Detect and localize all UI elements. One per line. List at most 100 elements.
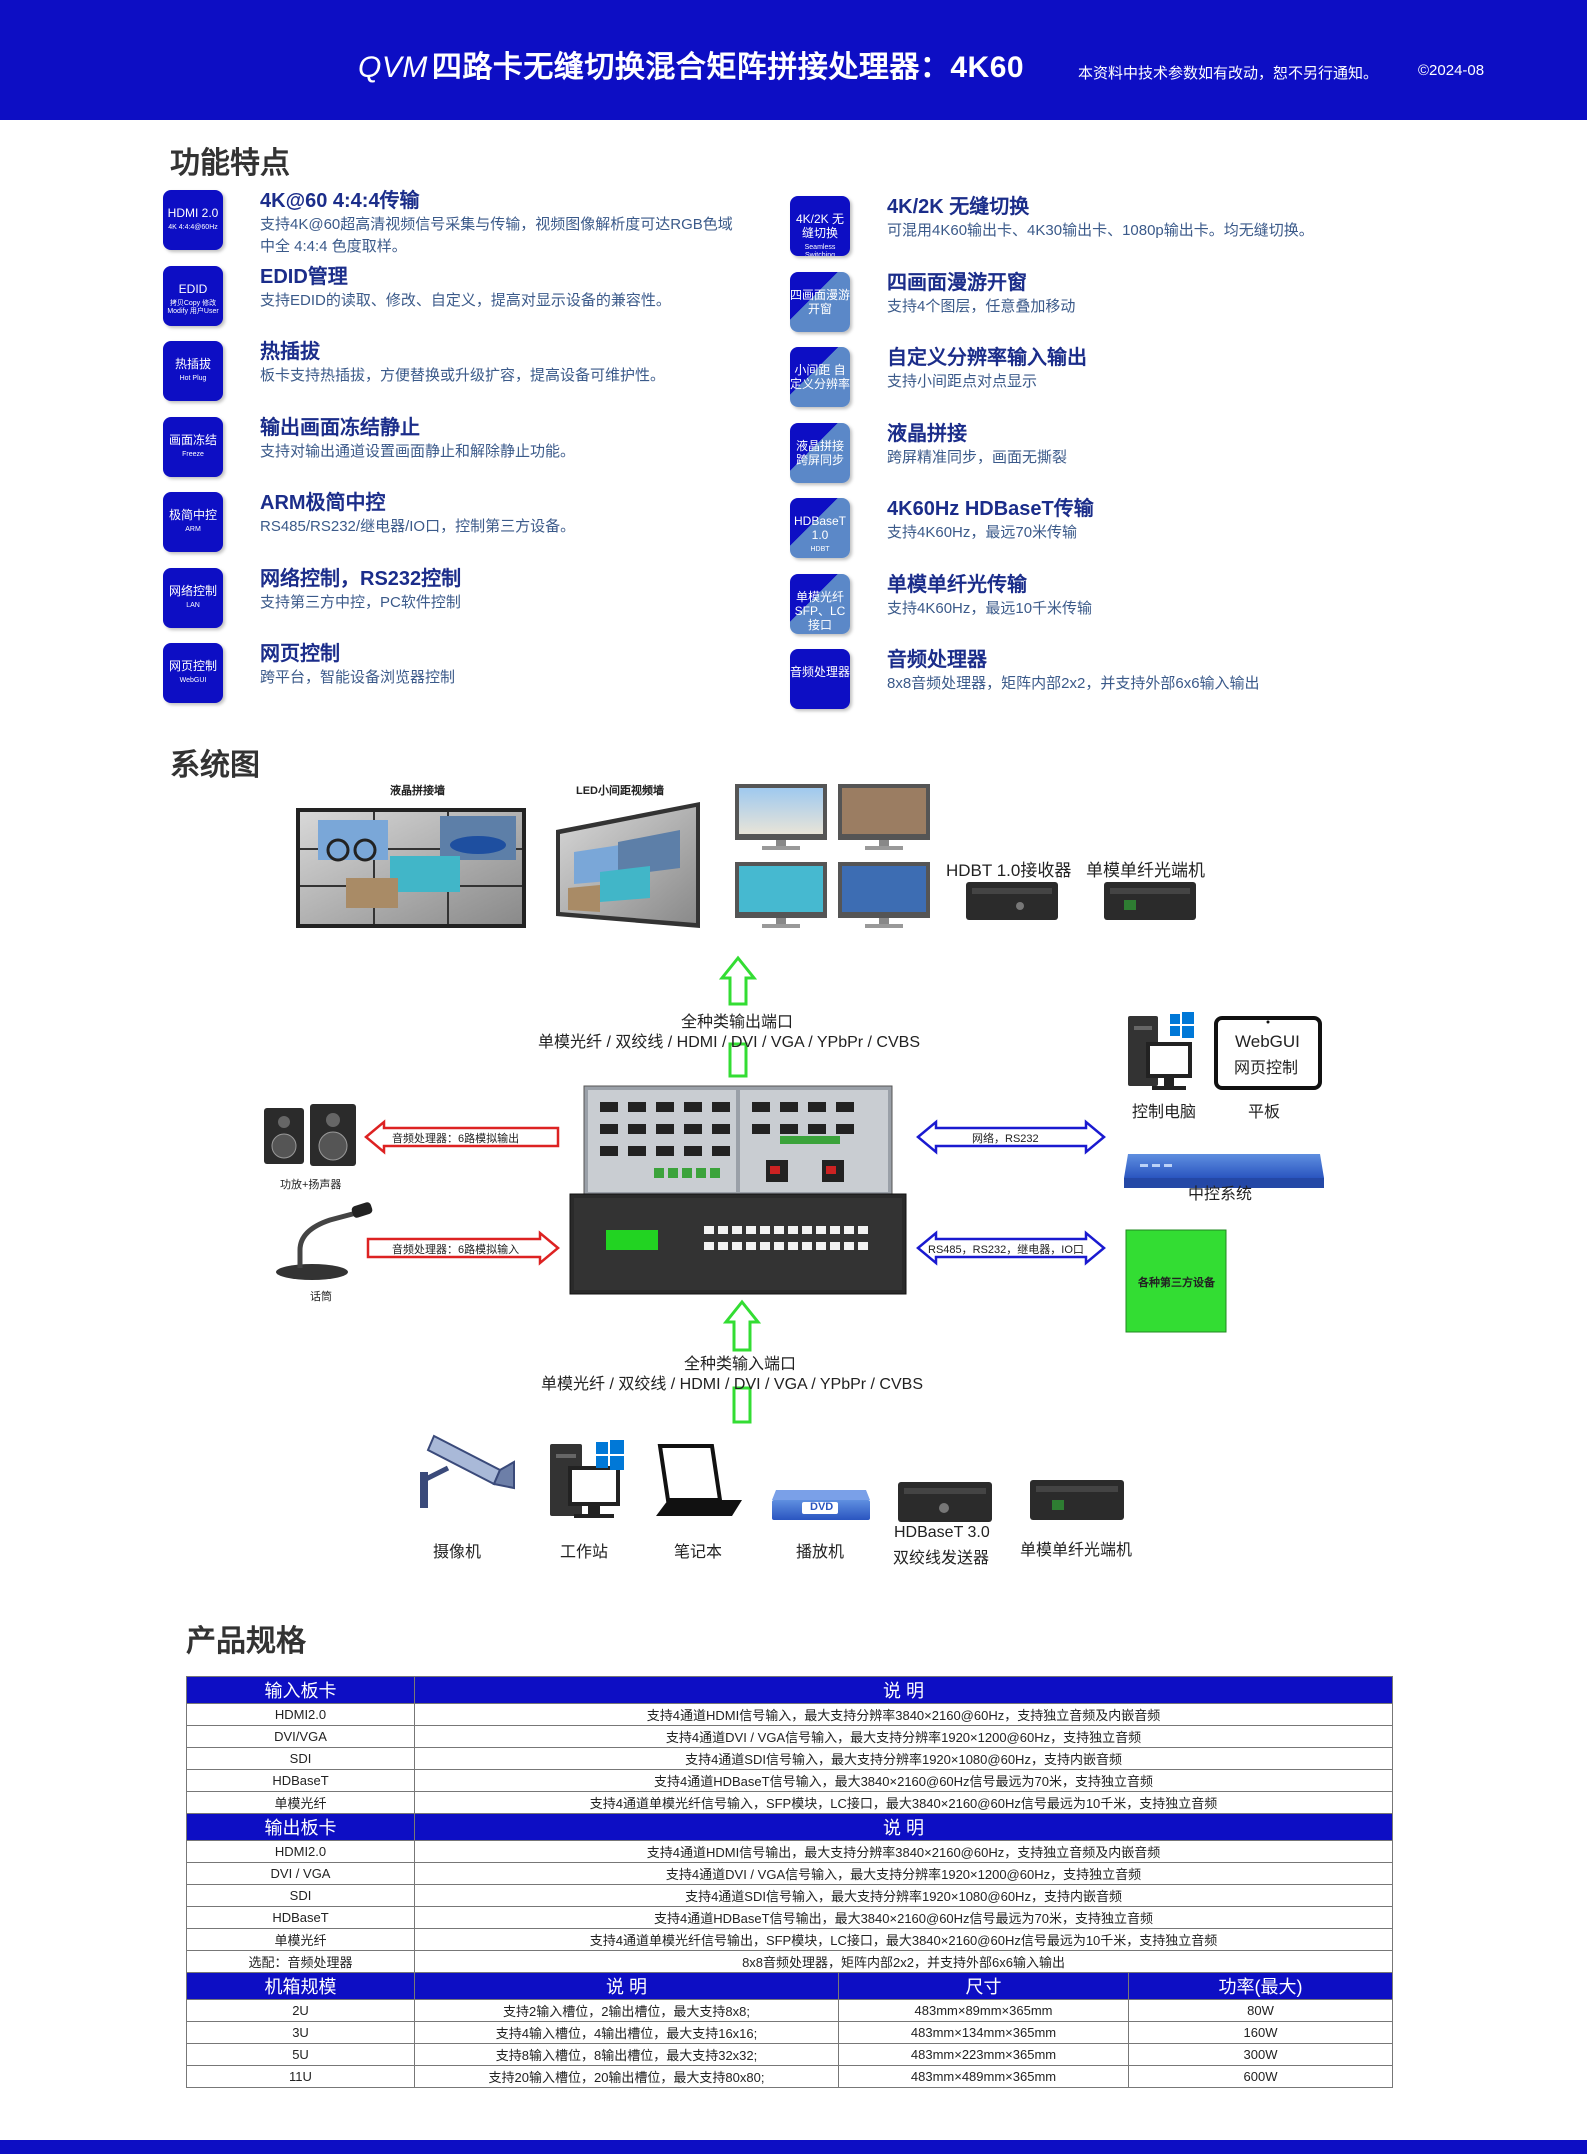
feature-badge-sublabel: WebGUI (179, 677, 207, 684)
feature-badge-label: 网页控制 (168, 659, 217, 673)
table-cell: DVI/VGA (186, 1725, 415, 1748)
table-cell: 支持4输入槽位，4输出槽位，最大支持16x16; (414, 2021, 839, 2044)
control-pc-image (1128, 1012, 1194, 1090)
table-cell: 单模光纤 (186, 1928, 415, 1951)
input-ports-title: 全种类输入端口 (684, 1356, 797, 1373)
monitors-image (735, 784, 930, 928)
input-arrow (722, 1299, 762, 1352)
amp-speaker-label: 功放+扬声器 (280, 1179, 342, 1191)
spec-title: 产品规格 (186, 1625, 306, 1658)
network-arrow (916, 1119, 1106, 1155)
table-cell: 支持4通道单模光纤信号输入，SFP模块，LC接口，最大3840×2160@60H… (413, 1791, 1394, 1814)
feature-right-1: 四画面漫游开窗四画面漫游开窗支持4个图层，任意叠加移动 (790, 266, 1410, 336)
output-ports-title: 全种类输出端口 (681, 1014, 794, 1031)
lcd-wall-image (296, 808, 526, 928)
player-label: 播放机 (796, 1544, 845, 1561)
system-diagram: 液晶拼接墙 LED小间距视频墙 HDBT 1.0接收器 单模单纤光端机 全种类输… (0, 760, 1587, 1580)
audio-in-arrow (366, 1230, 560, 1266)
table-cell: HDBaseT (186, 1906, 415, 1929)
led-wall-label: LED小间距视频墙 (576, 785, 664, 797)
table-cell: HDBaseT (186, 1769, 415, 1792)
dvd-player-image (772, 1490, 870, 1520)
spec-header-cell: 尺寸 (838, 1972, 1129, 2000)
feature-desc: 支持对输出通道设置画面静止和解除静止功能。 (260, 443, 576, 460)
table-cell: 2U (186, 1999, 415, 2022)
feature-title: 音频处理器 (887, 649, 987, 671)
spec-header-cell: 说 明 (413, 1813, 1394, 1841)
feature-badge-icon: 液晶拼接 跨屏同步 (790, 423, 850, 483)
feature-desc: 支持4K@60超高清视频信号采集与传输，视频图像解析度可达RGB色域中全 4:4… (260, 216, 733, 255)
microphone-image (276, 1202, 373, 1280)
table-cell: DVI / VGA (186, 1862, 415, 1885)
feature-badge-sublabel: 拷贝Copy 修改Modify 用户User (167, 300, 219, 315)
feature-badge-icon: 四画面漫游开窗 (790, 272, 850, 332)
system-title: 系统图 (170, 749, 260, 782)
table-cell: 5U (186, 2043, 415, 2066)
feature-badge-sublabel: Seamless Switching (804, 244, 836, 256)
feature-badge-label: 热插拔 (174, 357, 211, 371)
table-cell: 单模光纤 (186, 1791, 415, 1814)
central-control-label: 中控系统 (1188, 1186, 1253, 1203)
feature-desc: 支持小间距点对点显示 (887, 373, 1038, 390)
feature-desc: 支持4K60Hz，最远70米传输 (887, 524, 1078, 541)
feature-desc: 支持4个图层，任意叠加移动 (887, 298, 1076, 315)
rs485-arrow (916, 1230, 1106, 1266)
table-cell: 支持8输入槽位，8输出槽位，最大支持32x32; (414, 2043, 839, 2066)
fiber-transmitter-image (1030, 1480, 1124, 1520)
fiber-transmitter-label: 单模单纤光端机 (1020, 1542, 1133, 1559)
feature-title: 单模单纤光传输 (887, 574, 1027, 596)
table-cell: 483mm×134mm×365mm (838, 2021, 1129, 2044)
feature-desc: 板卡支持热插拔，方便替换或升级扩容，提高设备可维护性。 (260, 367, 666, 384)
feature-badge-label: 音频处理器 (790, 665, 850, 679)
feature-desc: 支持第三方中控，PC软件控制 (260, 594, 461, 611)
table-cell: HDMI2.0 (186, 1703, 415, 1726)
feature-badge-sublabel: Freeze (182, 451, 204, 458)
matrix-rear-panel (583, 1085, 893, 1197)
table-cell: 483mm×89mm×365mm (838, 1999, 1129, 2022)
table-cell: SDI (186, 1747, 415, 1770)
spec-header-cell: 输出板卡 (186, 1813, 415, 1841)
third-party-label: 各种第三方设备 (1138, 1277, 1215, 1289)
table-cell: 80W (1127, 1999, 1394, 2022)
notice-text: 本资料中技术参数如有改动，恕不另行通知。 (1078, 65, 1379, 82)
table-cell: 支持4通道DVI / VGA信号输入，最大支持分辨率1920×1200@60Hz… (413, 1725, 1394, 1748)
feature-badge-label: EDID (178, 282, 208, 296)
feature-badge-icon: 画面冻结 Freeze (163, 417, 223, 477)
footer-bar (0, 2140, 1587, 2154)
spec-header-cell: 说 明 (414, 1972, 839, 2000)
fiber-receiver-top-image (1104, 882, 1196, 920)
output-ports-types: 单模光纤 / 双绞线 / HDMI / DVI / VGA / YPbPr / … (538, 1034, 921, 1051)
feature-badge-label: 画面冻结 (168, 433, 217, 447)
speakers-image (264, 1104, 356, 1166)
feature-desc: 跨平台，智能设备浏览器控制 (260, 669, 456, 686)
table-row: 单模光纤支持4通道单模光纤信号输出，SFP模块，LC接口，最大3840×2160… (186, 1928, 1394, 1951)
table-cell: 支持4通道HDMI信号输出，最大支持分辨率3840×2160@60Hz，支持独立… (413, 1840, 1394, 1863)
webgui-label: WebGUI (1235, 1032, 1300, 1051)
table-cell: SDI (186, 1884, 415, 1907)
spec-header-cell: 功率(最大) (1127, 1972, 1394, 2000)
hdbt-receiver-label: HDBT 1.0接收器 (946, 861, 1072, 880)
matrix-front-panel (569, 1193, 907, 1295)
spec-header-cell: 说 明 (413, 1676, 1394, 1704)
feature-badge-icon: EDID 拷贝Copy 修改Modify 用户User (163, 266, 223, 326)
mic-label: 话筒 (310, 1291, 332, 1303)
table-cell: 300W (1127, 2043, 1394, 2066)
feature-badge-label: 极简中控 (168, 508, 217, 522)
feature-title: ARM极简中控 (260, 492, 386, 514)
spec-header-row: 输出板卡说 明 (186, 1813, 1394, 1841)
feature-title: 4K60Hz HDBaseT传输 (887, 498, 1094, 520)
feature-desc: 8x8音频处理器，矩阵内部2x2，并支持外部6x6输入输出 (887, 675, 1260, 692)
